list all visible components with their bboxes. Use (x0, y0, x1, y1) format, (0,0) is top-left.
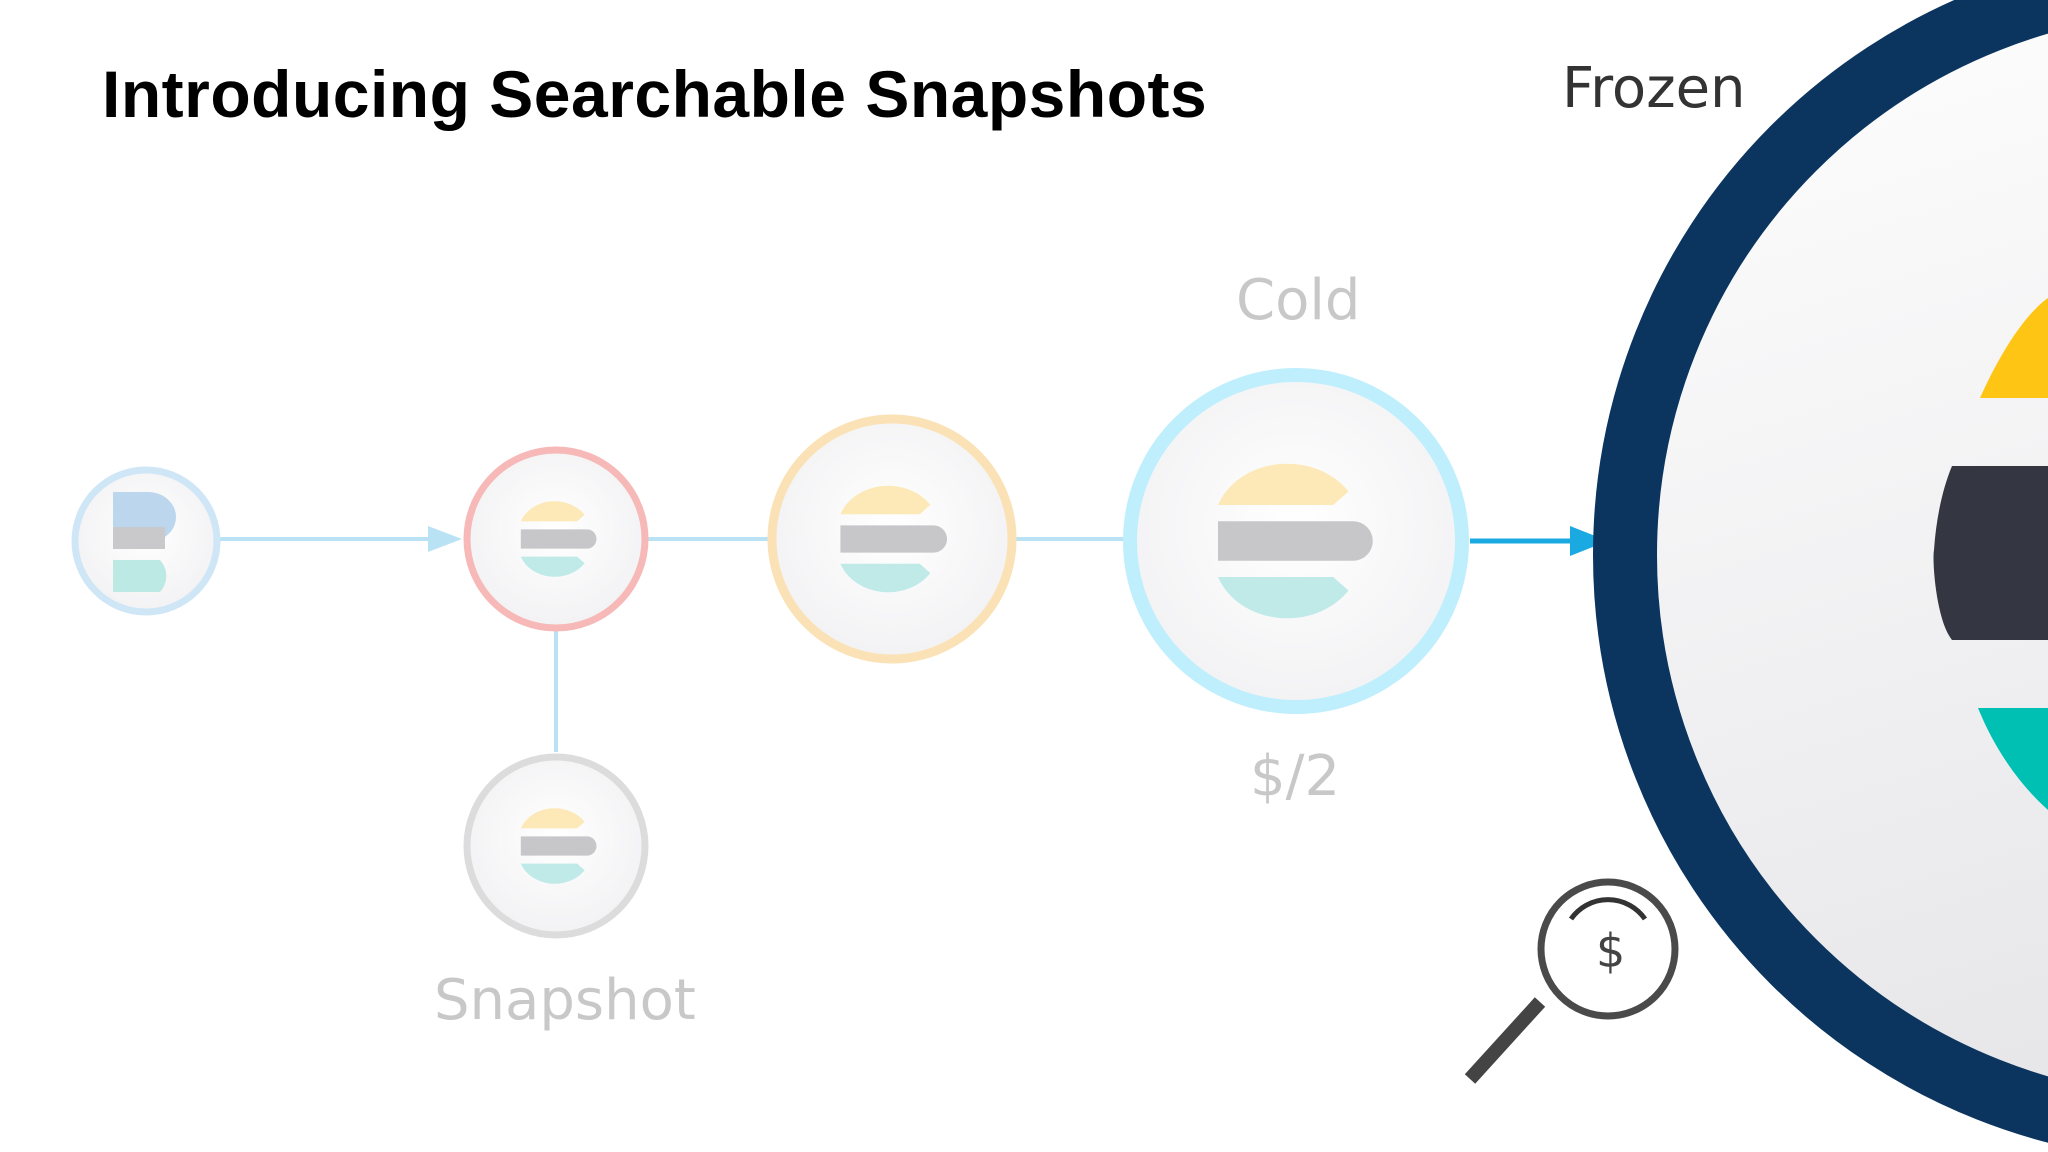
warm-node (767, 414, 1017, 664)
ingest-node (71, 466, 221, 616)
elasticsearch-logo-icon (1933, 298, 2048, 810)
magnifier-dollar-icon (1464, 878, 1679, 1084)
cold-cost-label: $/2 (1250, 744, 1341, 809)
elasticsearch-logo-icon (520, 501, 597, 577)
snapshot-label: Snapshot (434, 968, 696, 1033)
flow-arrow-ingest-hot (428, 526, 462, 552)
elasticsearch-logo-icon (1218, 463, 1373, 619)
beats-logo-icon (113, 492, 176, 592)
slide-title: Introducing Searchable Snapshots (102, 57, 1208, 131)
cold-tier-label: Cold (1236, 268, 1361, 333)
frozen-node (1593, 0, 2048, 1143)
search-cost-dollar: $ (1596, 924, 1626, 978)
elasticsearch-logo-icon (520, 808, 597, 884)
snapshot-node (463, 753, 649, 939)
hot-node (463, 446, 649, 632)
flow-arrow-cold-frozen (1570, 526, 1608, 556)
elasticsearch-logo-icon (840, 485, 948, 593)
cold-node (1123, 368, 1469, 714)
frozen-tier-label: Frozen (1562, 56, 1746, 121)
